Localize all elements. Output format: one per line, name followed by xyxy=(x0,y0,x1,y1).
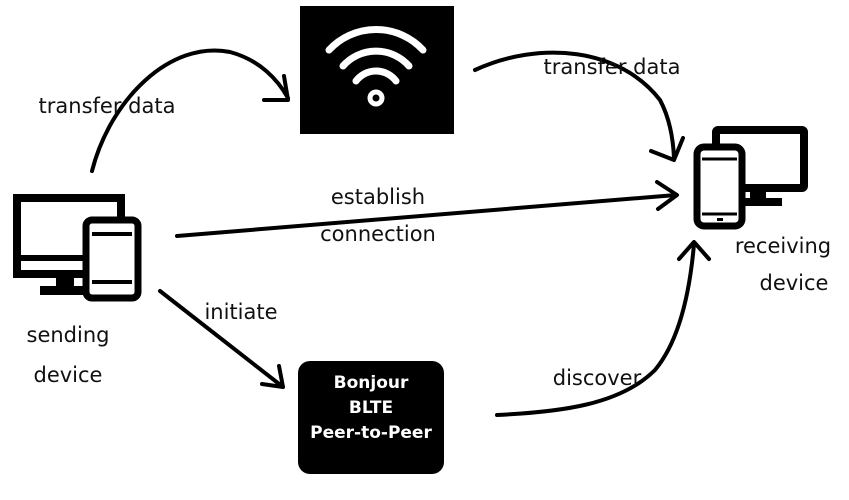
edge-label-transfer-data-2: transfer data xyxy=(544,55,681,79)
desktop-and-phone-icon xyxy=(693,126,808,230)
receiving-device-node: receiving device xyxy=(693,126,831,295)
edge-label-initiate: initiate xyxy=(204,300,277,324)
protocols-node: Bonjour BLTE Peer-to-Peer xyxy=(298,361,444,474)
wifi-icon xyxy=(325,25,427,107)
receiving-device-label-1: receiving xyxy=(735,234,831,258)
protocol-blte: BLTE xyxy=(349,398,393,418)
sending-device-label-2: device xyxy=(34,363,103,387)
arrow-initiate xyxy=(158,289,285,389)
edge-label-establish: establish xyxy=(331,185,425,209)
edge-label-discover: discover xyxy=(553,366,642,390)
sending-device-node: sending device xyxy=(13,194,142,387)
phone-icon xyxy=(82,216,142,302)
protocol-bonjour: Bonjour xyxy=(334,373,409,393)
protocol-peer-to-peer: Peer-to-Peer xyxy=(310,423,432,443)
arrow-wifi-to-receiver xyxy=(473,50,685,162)
phone-icon xyxy=(693,143,746,230)
protocols-box xyxy=(298,361,444,474)
desktop-and-phone-icon xyxy=(13,194,142,302)
receiving-device-label-2: device xyxy=(760,271,829,295)
sending-device-label-1: sending xyxy=(27,323,110,347)
edge-label-transfer-data-1: transfer data xyxy=(39,94,176,118)
arrow-discover xyxy=(495,240,711,417)
arrow-sender-to-wifi xyxy=(90,48,290,173)
wifi-node xyxy=(300,6,454,134)
arrow-establish-connection xyxy=(175,180,679,238)
edge-label-connection: connection xyxy=(320,222,436,246)
